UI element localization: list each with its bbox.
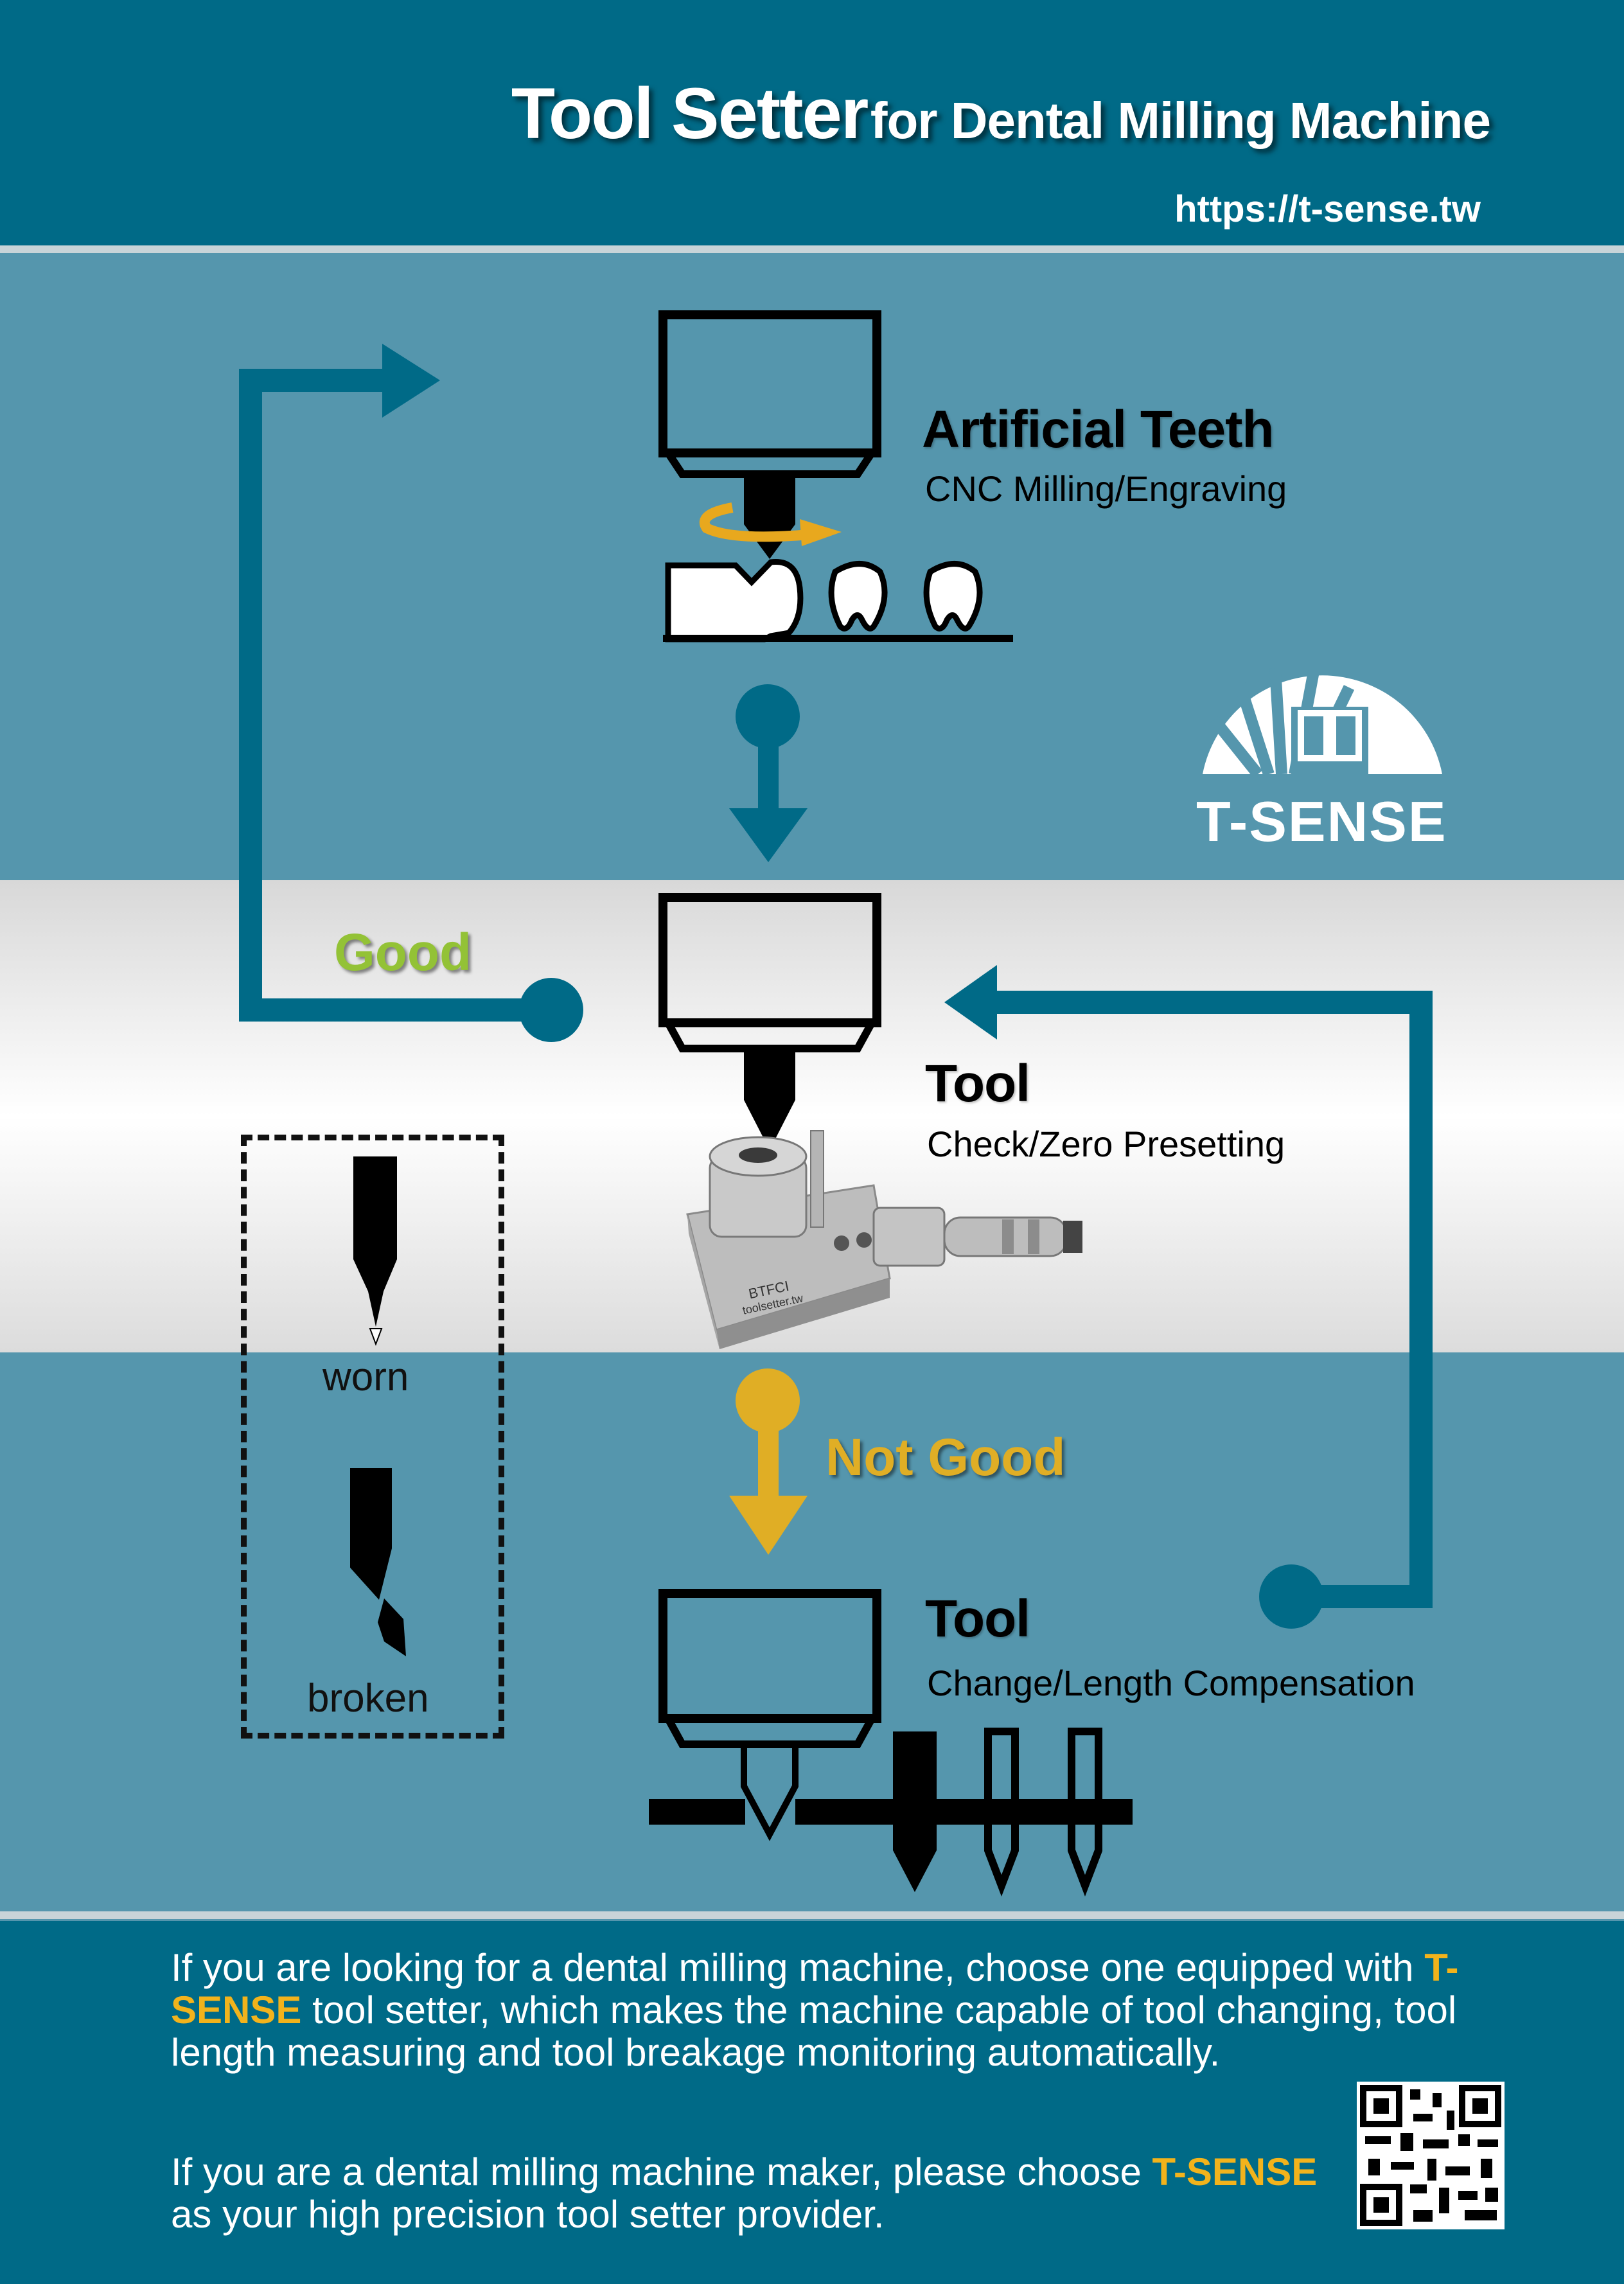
title-rest: for Dental Milling Machine xyxy=(870,92,1491,149)
footer-p2-part-b: as your high precision tool setter provi… xyxy=(171,2193,885,2236)
return-loop-line xyxy=(996,991,1433,1608)
step-2-title: Tool xyxy=(925,1054,1030,1113)
machine-head-3-icon xyxy=(658,1589,881,1841)
machine-head-2-icon xyxy=(658,893,881,1150)
header-band xyxy=(0,0,1624,245)
return-loop-arrowhead xyxy=(944,965,997,1040)
return-loop-dot xyxy=(1259,1564,1323,1629)
footer-p1-brand: T-SENSE xyxy=(171,1946,1459,2032)
tool-magazine-icon xyxy=(649,1728,1133,1897)
step-1-title: Artificial Teeth xyxy=(922,400,1274,459)
worn-tool-icon xyxy=(353,1156,397,1346)
legend-worn-label: worn xyxy=(322,1355,409,1399)
teeth-icon xyxy=(663,559,1013,642)
footer-paragraph-1: If you are looking for a dental milling … xyxy=(171,1947,1520,2074)
down-arrow-shaft xyxy=(758,716,779,816)
step-3-subtitle: Change/Length Compensation xyxy=(927,1663,1415,1703)
t-sense-logo-text: T-SENSE xyxy=(1196,790,1447,853)
footer-p1-part-b: tool setter, which makes the machine cap… xyxy=(171,1988,1457,2074)
good-loop-arrowhead xyxy=(382,344,440,418)
title-main: Tool Setter xyxy=(511,73,869,154)
footer-p2-part-a: If you are a dental milling machine make… xyxy=(171,2150,1152,2193)
broken-tool-icon xyxy=(350,1468,406,1656)
footer-p1-part-a: If you are looking for a dental milling … xyxy=(171,1946,1425,1989)
step-2-subtitle: Check/Zero Presetting xyxy=(927,1124,1285,1164)
footer-paragraph-2: If you are a dental milling machine make… xyxy=(171,2151,1327,2236)
step-3-title: Tool xyxy=(925,1589,1030,1648)
footer-p2-brand: T-SENSE xyxy=(1152,2150,1318,2193)
t-sense-logo-icon xyxy=(1203,668,1442,778)
separator xyxy=(0,1911,1624,1919)
website-url[interactable]: https://t-sense.tw xyxy=(1174,188,1481,230)
footer-band xyxy=(0,1921,1624,2284)
down-arrow-head xyxy=(729,808,808,862)
legend-broken-label: broken xyxy=(307,1676,429,1721)
separator xyxy=(0,245,1624,253)
not-good-head xyxy=(729,1496,808,1555)
not-good-label: Not Good xyxy=(825,1428,1066,1487)
good-loop-line xyxy=(239,369,551,1022)
good-label: Good xyxy=(334,923,472,982)
tool-condition-legend xyxy=(241,1135,504,1739)
page-title: Tool Setter for Dental Milling Machine xyxy=(0,72,1491,155)
qr-code-image xyxy=(1357,2082,1505,2229)
machine-head-1-icon xyxy=(658,310,881,559)
good-loop-dot xyxy=(519,978,583,1042)
step-1-subtitle: CNC Milling/Engraving xyxy=(925,468,1287,509)
not-good-shaft xyxy=(758,1401,779,1503)
tool-setter-device-image xyxy=(686,1130,1082,1349)
